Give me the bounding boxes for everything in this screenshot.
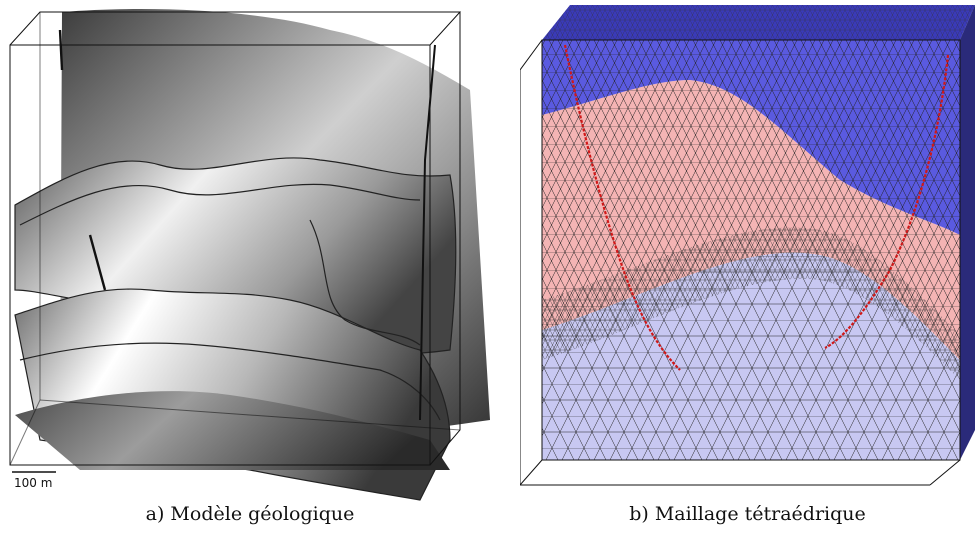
- scale-bar: 100 m: [12, 471, 56, 490]
- horizon-boundary-curve: [309, 219, 421, 346]
- tetrahedral-mesh-panel: [520, 5, 975, 486]
- fault-line: [824, 54, 950, 349]
- top-face-mesh: [542, 5, 975, 40]
- refined-mesh-band: [542, 227, 960, 380]
- horizon-boundary-curve: [19, 342, 441, 421]
- geological-model-panel: 100 m: [9, 9, 490, 501]
- right-face: [960, 5, 975, 460]
- fault-line: [88, 234, 107, 291]
- fault-line: [58, 29, 64, 71]
- caption-tetrahedral-mesh: b) Maillage tétraédrique: [629, 503, 866, 525]
- bottom-horizon-surface: [15, 391, 450, 470]
- bounding-box: [520, 39, 961, 486]
- fault-line: [419, 44, 436, 421]
- scale-bar-label: 100 m: [14, 476, 52, 490]
- upper-layer-mesh: [542, 40, 960, 235]
- caption-geological-model: a) Modèle géologique: [145, 503, 355, 525]
- bounding-box: [9, 11, 462, 466]
- fault-line: [563, 44, 681, 371]
- horizon-boundary-curve: [19, 183, 421, 226]
